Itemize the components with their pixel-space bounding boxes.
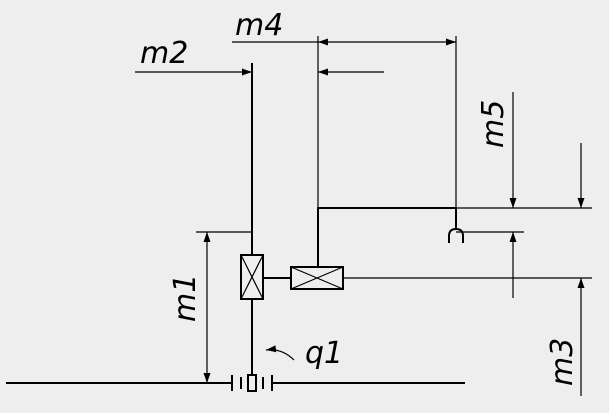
label-m3: m3 bbox=[545, 338, 580, 386]
q1-rotation-arrow bbox=[265, 345, 295, 361]
revolute-joint-q1 bbox=[231, 374, 273, 392]
prismatic-joint-horizontal bbox=[290, 266, 344, 290]
dimension-m4 bbox=[232, 36, 457, 208]
label-m5: m5 bbox=[476, 100, 511, 148]
prismatic-joint-vertical bbox=[240, 254, 264, 300]
label-q1: q1 bbox=[305, 336, 343, 371]
dimension-m3 bbox=[343, 143, 592, 396]
label-m2: m2 bbox=[140, 36, 188, 71]
gripper-icon bbox=[448, 208, 464, 243]
label-m4: m4 bbox=[235, 8, 283, 43]
dimension-m5 bbox=[456, 92, 524, 298]
arm-link bbox=[317, 207, 456, 267]
label-m1: m1 bbox=[168, 274, 203, 322]
dimension-m1 bbox=[196, 231, 252, 383]
